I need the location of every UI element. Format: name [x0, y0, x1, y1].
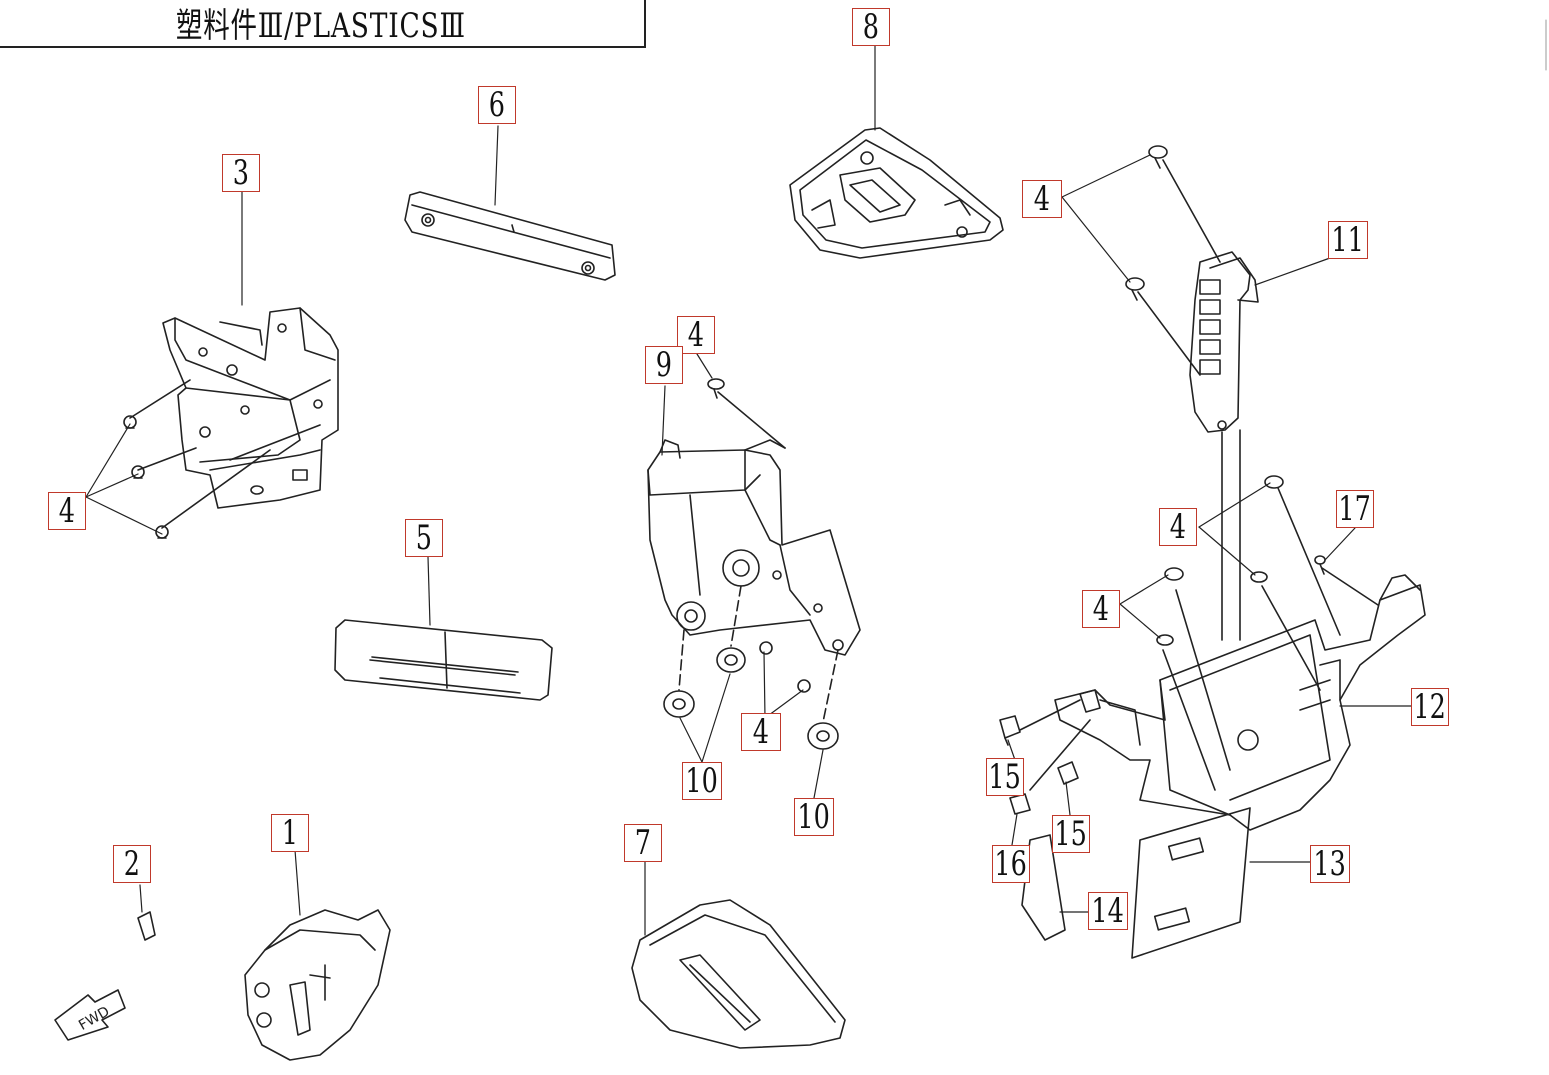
callout-4-center-bottom: 4	[741, 713, 781, 751]
callout-5: 5	[405, 519, 443, 557]
part-11-mounting-strip	[1137, 159, 1259, 641]
callout-4-tray-lower: 4	[1082, 590, 1120, 628]
part-16-clip	[1009, 793, 1031, 815]
part-4-screws-upper-right	[1125, 145, 1168, 301]
fwd-arrow-icon: FWD	[54, 989, 126, 1041]
callout-16: 16	[992, 845, 1030, 883]
callout-13: 13	[1310, 845, 1350, 883]
callout-3: 3	[222, 154, 260, 192]
callout-12: 12	[1411, 688, 1449, 726]
part-2-label-piece	[137, 911, 156, 941]
callout-4-center-top: 4	[677, 316, 715, 354]
callout-2: 2	[113, 845, 151, 883]
part-7-seat-cover	[631, 899, 846, 1049]
part-15-clips	[999, 689, 1101, 791]
leader-lines	[85, 45, 1414, 936]
callout-4-upper-right: 4	[1022, 180, 1062, 218]
title-box: 塑料件Ⅲ/PLASTICSⅢ	[0, 0, 646, 48]
part-6-trim-bar	[404, 191, 616, 281]
part-5-pad	[334, 619, 553, 701]
callout-1: 1	[271, 814, 309, 852]
part-8-side-cover	[789, 127, 1004, 259]
callout-9: 9	[645, 346, 683, 384]
callout-11: 11	[1328, 221, 1368, 259]
callout-7: 7	[624, 824, 662, 862]
callout-4-tray-upper: 4	[1159, 508, 1197, 546]
callout-15-left: 15	[986, 758, 1024, 796]
part-14-sheet	[1021, 834, 1066, 941]
part-13-sheet	[1131, 807, 1251, 959]
part-4-screws-tray	[1156, 475, 1284, 646]
callout-10-left: 10	[682, 762, 722, 800]
part-10-grommets	[663, 585, 839, 750]
part-9-center-bracket	[647, 391, 861, 656]
callout-15-right: 15	[1052, 815, 1090, 853]
part-17-screw	[1314, 555, 1326, 575]
callout-10-right: 10	[794, 798, 834, 836]
part-3-bracket-assembly	[129, 307, 339, 529]
part-12-battery-tray	[1054, 487, 1426, 831]
part-1-small-cover	[244, 909, 391, 1061]
page-title: 塑料件Ⅲ/PLASTICSⅢ	[176, 5, 466, 46]
callout-8: 8	[852, 8, 890, 46]
part-4-screws-center	[707, 378, 811, 693]
callout-4-left: 4	[48, 492, 86, 530]
callout-17: 17	[1336, 490, 1374, 528]
callout-14: 14	[1088, 892, 1128, 930]
fwd-label: FWD	[76, 1004, 112, 1034]
callout-6: 6	[478, 86, 516, 124]
